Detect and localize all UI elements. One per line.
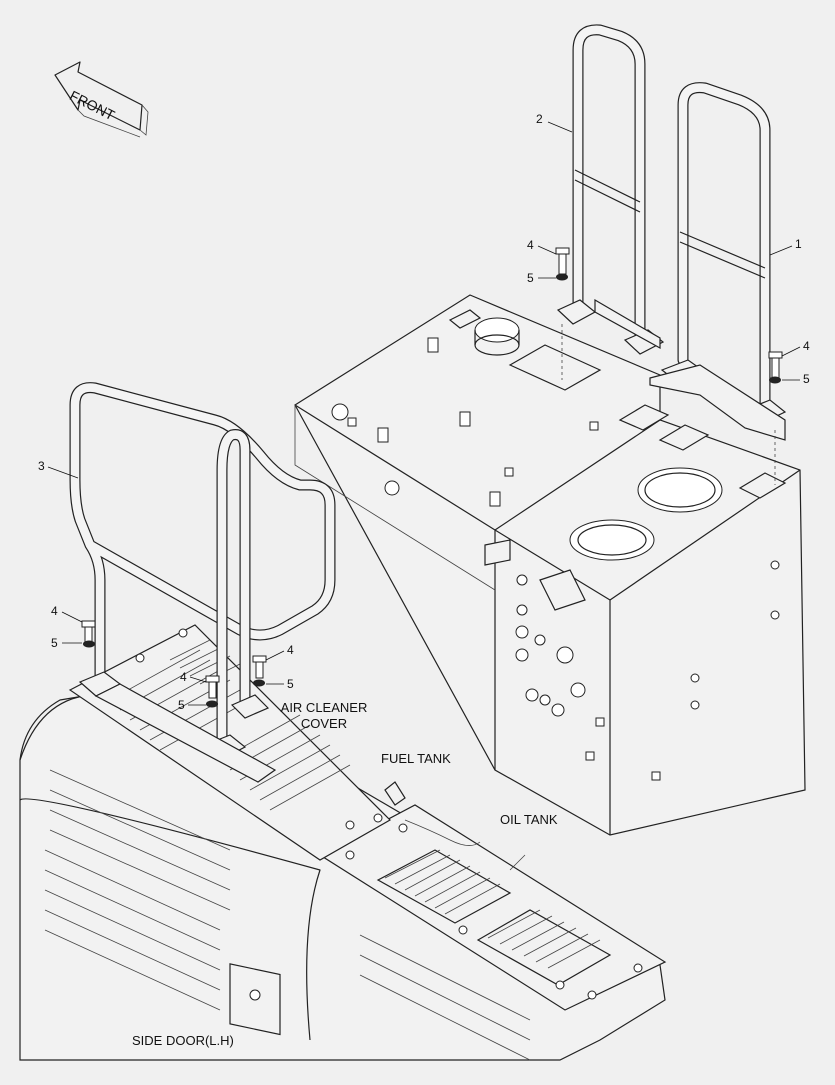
callout-handrail-2: 2 — [536, 112, 543, 126]
callout-handrail-3: 3 — [38, 459, 45, 473]
hardware-lower — [81, 620, 267, 708]
air-cleaner-cover-label-line2: COVER — [300, 716, 348, 731]
callout-washer-lower-mid: 5 — [178, 698, 185, 712]
side-door-label: SIDE DOOR(L.H) — [132, 1033, 234, 1048]
callout-bolt-upper-right: 4 — [803, 339, 810, 353]
callout-bolt-upper-left: 4 — [527, 238, 534, 252]
hardware-upper — [555, 247, 783, 485]
tank-block — [294, 294, 806, 836]
callout-washer-upper-right: 5 — [803, 372, 810, 386]
callout-bolt-lower-left: 4 — [51, 604, 58, 618]
fuel-tank-label: FUEL TANK — [381, 751, 451, 766]
callout-washer-lower-left: 5 — [51, 636, 58, 650]
hose-line-2 — [509, 854, 526, 871]
callout-bolt-lower-mid: 4 — [180, 670, 187, 684]
hose-line — [404, 819, 481, 846]
side-door — [19, 694, 667, 1061]
handrail-2 — [556, 24, 665, 355]
callout-washer-upper-left: 5 — [527, 271, 534, 285]
oil-tank-label: OIL TANK — [500, 812, 558, 827]
leader-lines — [47, 121, 801, 706]
front-arrow — [54, 61, 149, 138]
handrail-1 — [649, 82, 787, 441]
callout-handrail-1: 1 — [795, 237, 802, 251]
callout-washer-lower-right: 5 — [287, 677, 294, 691]
handrail-3 — [69, 382, 336, 783]
callout-bolt-lower-right: 4 — [287, 643, 294, 657]
air-cleaner-cover-label-line1: AIR CLEANER — [280, 700, 368, 715]
